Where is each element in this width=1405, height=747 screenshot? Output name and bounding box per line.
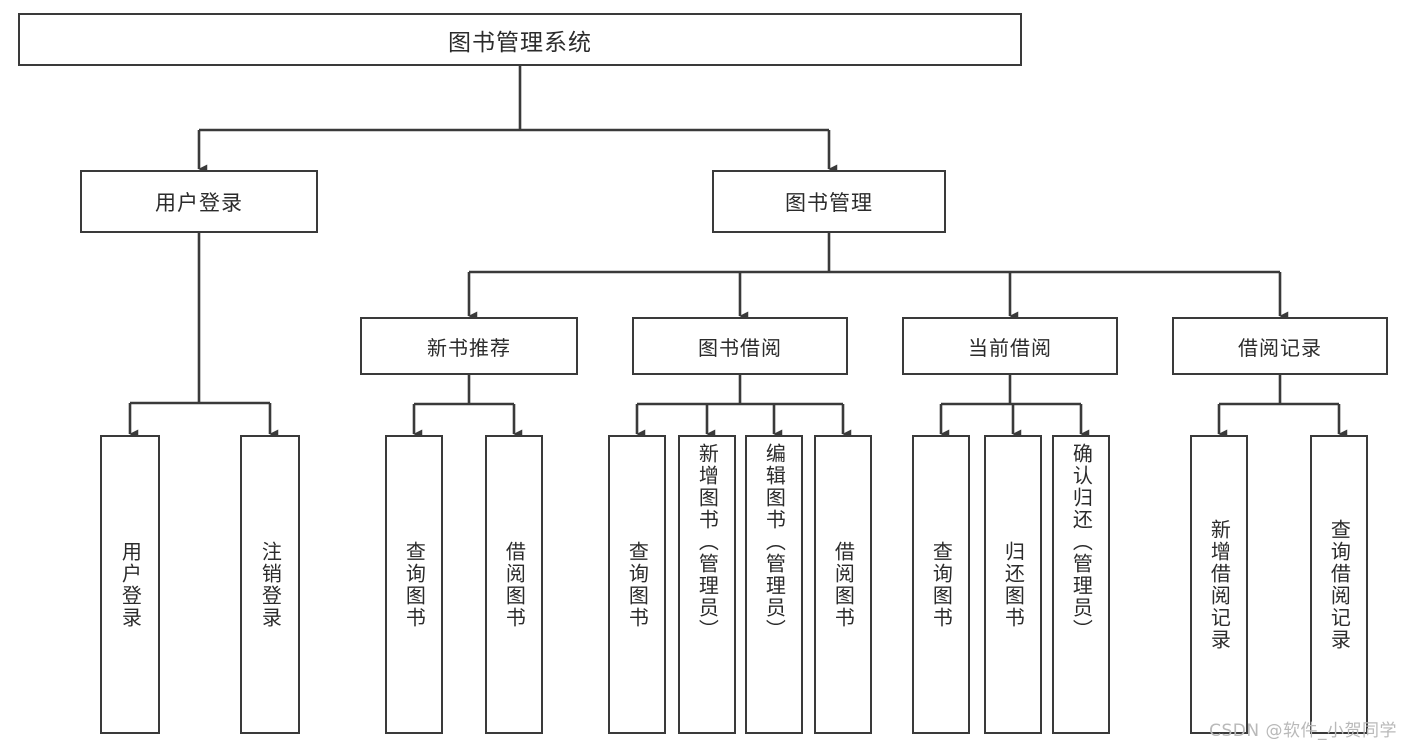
csdn-watermark: CSDN @软件_小贺同学 — [1209, 721, 1397, 741]
leaf-add-borrow-record-label: 新增借阅记录 — [1207, 518, 1232, 651]
node-book-management[interactable]: 图书管理 — [712, 170, 946, 233]
leaf-add-book-admin[interactable]: 新增图书（管理员） — [678, 435, 736, 734]
leaf-borrow-book-recommend[interactable]: 借阅图书 — [485, 435, 543, 734]
node-new-book-recommend-label: 新书推荐 — [427, 335, 511, 360]
leaf-add-book-admin-label: 新增图书（管理员） — [695, 443, 720, 641]
node-book-borrow[interactable]: 图书借阅 — [632, 317, 848, 375]
leaf-query-book-recommend-label: 查询图书 — [402, 540, 427, 629]
leaf-borrow-book-label: 借阅图书 — [831, 540, 856, 629]
leaf-query-borrow-record[interactable]: 查询借阅记录 — [1310, 435, 1368, 734]
leaf-borrow-book-recommend-label: 借阅图书 — [502, 540, 527, 629]
node-root-label: 图书管理系统 — [448, 29, 592, 56]
node-user-login[interactable]: 用户登录 — [80, 170, 318, 233]
leaf-edit-book-admin[interactable]: 编辑图书（管理员） — [745, 435, 803, 734]
leaf-confirm-return-admin-label: 确认归还（管理员） — [1069, 443, 1094, 641]
node-book-management-label: 图书管理 — [785, 190, 873, 215]
leaf-query-book-borrow[interactable]: 查询图书 — [608, 435, 666, 734]
node-borrow-record[interactable]: 借阅记录 — [1172, 317, 1388, 375]
leaf-user-login[interactable]: 用户登录 — [100, 435, 160, 734]
node-new-book-recommend[interactable]: 新书推荐 — [360, 317, 578, 375]
leaf-query-book-recommend[interactable]: 查询图书 — [385, 435, 443, 734]
leaf-query-borrow-record-label: 查询借阅记录 — [1327, 518, 1352, 651]
leaf-add-borrow-record[interactable]: 新增借阅记录 — [1190, 435, 1248, 734]
leaf-return-book[interactable]: 归还图书 — [984, 435, 1042, 734]
leaf-query-book-current-label: 查询图书 — [929, 540, 954, 629]
leaf-query-book-current[interactable]: 查询图书 — [912, 435, 970, 734]
leaf-confirm-return-admin[interactable]: 确认归还（管理员） — [1052, 435, 1110, 734]
leaf-return-book-label: 归还图书 — [1001, 540, 1026, 629]
leaf-user-login-label: 用户登录 — [118, 540, 143, 629]
node-current-borrow[interactable]: 当前借阅 — [902, 317, 1118, 375]
leaf-edit-book-admin-label: 编辑图书（管理员） — [762, 443, 787, 641]
leaf-borrow-book[interactable]: 借阅图书 — [814, 435, 872, 734]
node-root[interactable]: 图书管理系统 — [18, 13, 1022, 66]
node-current-borrow-label: 当前借阅 — [968, 335, 1052, 360]
leaf-logout-label: 注销登录 — [258, 540, 283, 629]
node-book-borrow-label: 图书借阅 — [698, 335, 782, 360]
node-borrow-record-label: 借阅记录 — [1238, 335, 1322, 360]
node-user-login-label: 用户登录 — [155, 190, 243, 215]
leaf-query-book-borrow-label: 查询图书 — [625, 540, 650, 629]
leaf-logout[interactable]: 注销登录 — [240, 435, 300, 734]
